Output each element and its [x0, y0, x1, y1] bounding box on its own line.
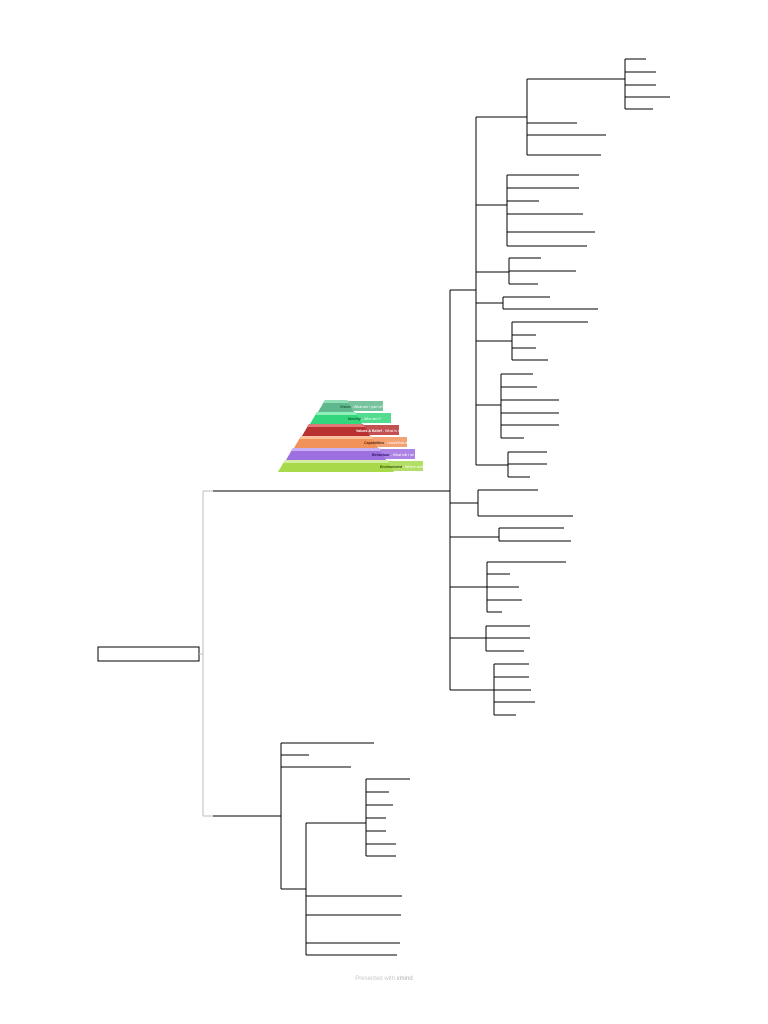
pyramid-label-6: Environment - Where and when am I? [380, 465, 442, 469]
central-topic[interactable] [97, 646, 200, 662]
pyramid-label-2: Identity - Who am I? [348, 417, 381, 421]
pyramid-level-3: Values & Belief - What is important? [302, 424, 415, 436]
pyramid-level-5: Behaviour - What will I do differently? [286, 448, 433, 460]
pyramid-level-2: Identity - Who am I? [310, 412, 391, 424]
pyramid-label-5: Behaviour - What will I do differently? [372, 453, 433, 457]
pyramid-label-4: Capabilities - How/What will I learn? [364, 441, 423, 445]
upper-branch [213, 58, 670, 716]
logical-levels-pyramid: Vision - What am I part of? Identity - Wh… [278, 400, 442, 472]
footer-prefix: Presented with [355, 976, 395, 982]
pyramid-label-1: Vision - What am I part of? [340, 405, 383, 409]
pyramid-level-4: Capabilities - How/What will I learn? [294, 436, 423, 448]
xmind-brand: xmind [396, 976, 413, 982]
pyramid-level-6: Environment - Where and when am I? [278, 460, 442, 472]
pyramid-label-3: Values & Belief - What is important? [356, 429, 415, 433]
lower-branch [213, 742, 410, 956]
footer-credit: Presented with xmind [0, 976, 768, 982]
pyramid-level-1: Vision - What am I part of? [318, 400, 383, 412]
central-connector [199, 490, 213, 817]
